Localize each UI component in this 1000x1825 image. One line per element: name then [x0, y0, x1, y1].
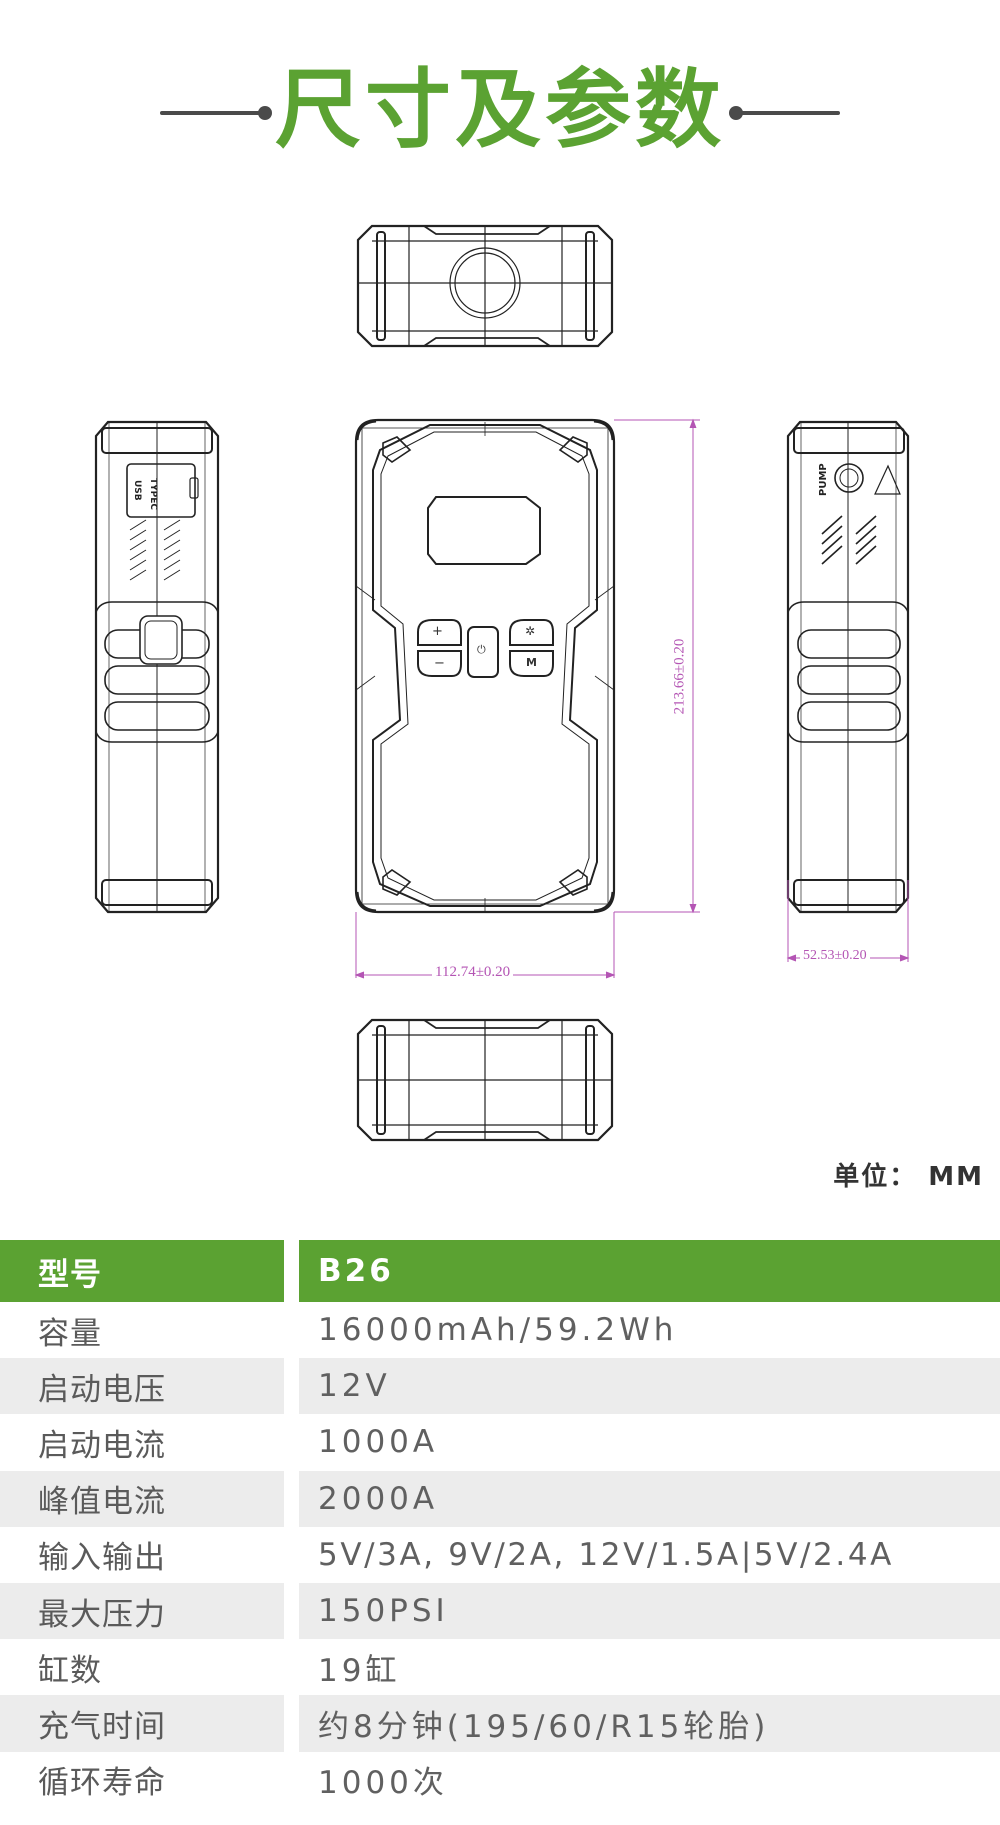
- section-title: 尺寸及参数: [0, 55, 1000, 165]
- spec-row: 启动电压 12V: [0, 1358, 1000, 1415]
- spec-key: 输入输出: [38, 1540, 166, 1577]
- bottom-view-drawing: [356, 1018, 614, 1142]
- title-dot-left: [258, 106, 272, 120]
- page-title: 尺寸及参数: [275, 60, 725, 160]
- spec-key: 型号: [0, 1240, 284, 1302]
- typec-port-label: TYPEC: [148, 478, 158, 511]
- height-dimension-label: 213.66±0.20: [671, 616, 689, 737]
- spec-row: 输入输出 5V/3A, 9V/2A, 12V/1.5A|5V/2.4A: [0, 1527, 1000, 1583]
- spec-header-row: 型号 B26: [0, 1240, 1000, 1302]
- spec-value: 约8分钟(195/60/R15轮胎): [299, 1695, 1000, 1752]
- spec-value: B26: [299, 1240, 1000, 1302]
- spec-table: 型号 B26 容量 16000mAh/59.2Wh 启动电压 12V 启动电流 …: [0, 1240, 1000, 1808]
- spec-row: 启动电流 1000A: [0, 1414, 1000, 1470]
- spec-key: 最大压力: [0, 1582, 284, 1640]
- spec-key: 循环寿命: [38, 1765, 166, 1802]
- spec-value: 12V: [299, 1358, 1000, 1415]
- width-dimension-label: 112.74±0.20: [432, 964, 514, 981]
- spec-key: 容量: [38, 1315, 102, 1352]
- left-side-view-drawing: [94, 420, 220, 914]
- spec-key: 启动电流: [38, 1427, 166, 1464]
- right-side-view-drawing: [786, 420, 910, 914]
- mode-button-icon: M: [526, 656, 537, 669]
- spec-key: 启动电压: [0, 1358, 284, 1415]
- spec-value: 2000A: [299, 1470, 1000, 1527]
- spec-row: 缸数 19缸: [0, 1639, 1000, 1695]
- pump-port-label: PUMP: [818, 463, 829, 496]
- light-button-icon: ✲: [525, 624, 536, 638]
- spec-value: 1000次: [318, 1765, 448, 1802]
- title-rule-left: [160, 111, 264, 115]
- power-button-icon: ⏻: [477, 643, 486, 656]
- spec-key: 充气时间: [0, 1695, 284, 1752]
- spec-value: 150PSI: [299, 1582, 1000, 1640]
- unit-label: 单位： MM: [833, 1162, 984, 1192]
- depth-dimension-label: 52.53±0.20: [800, 948, 870, 964]
- spec-key: 缸数: [38, 1652, 102, 1689]
- spec-row: 容量 16000mAh/59.2Wh: [0, 1302, 1000, 1358]
- title-rule-right: [736, 111, 840, 115]
- spec-value: 1000A: [318, 1424, 439, 1461]
- front-view-drawing: [354, 418, 616, 914]
- spec-row: 最大压力 150PSI: [0, 1582, 1000, 1640]
- minus-button-icon: −: [434, 656, 445, 671]
- spec-row: 循环寿命 1000次: [0, 1752, 1000, 1808]
- spec-row: 峰值电流 2000A: [0, 1470, 1000, 1527]
- spec-value: 5V/3A, 9V/2A, 12V/1.5A|5V/2.4A: [318, 1536, 894, 1573]
- spec-value: 16000mAh/59.2Wh: [318, 1312, 678, 1349]
- spec-value: 19缸: [318, 1652, 401, 1689]
- usb-port-label: USB: [132, 480, 142, 501]
- plus-button-icon: +: [432, 624, 443, 639]
- spec-key: 峰值电流: [0, 1470, 284, 1527]
- spec-row: 充气时间 约8分钟(195/60/R15轮胎): [0, 1695, 1000, 1752]
- dimension-drawing: TYPEC USB PUMP + − ⏻ ✲ M 112.74±0.20 52.…: [0, 200, 1000, 1160]
- top-view-drawing: [356, 224, 614, 348]
- dimension-lines: [354, 418, 910, 979]
